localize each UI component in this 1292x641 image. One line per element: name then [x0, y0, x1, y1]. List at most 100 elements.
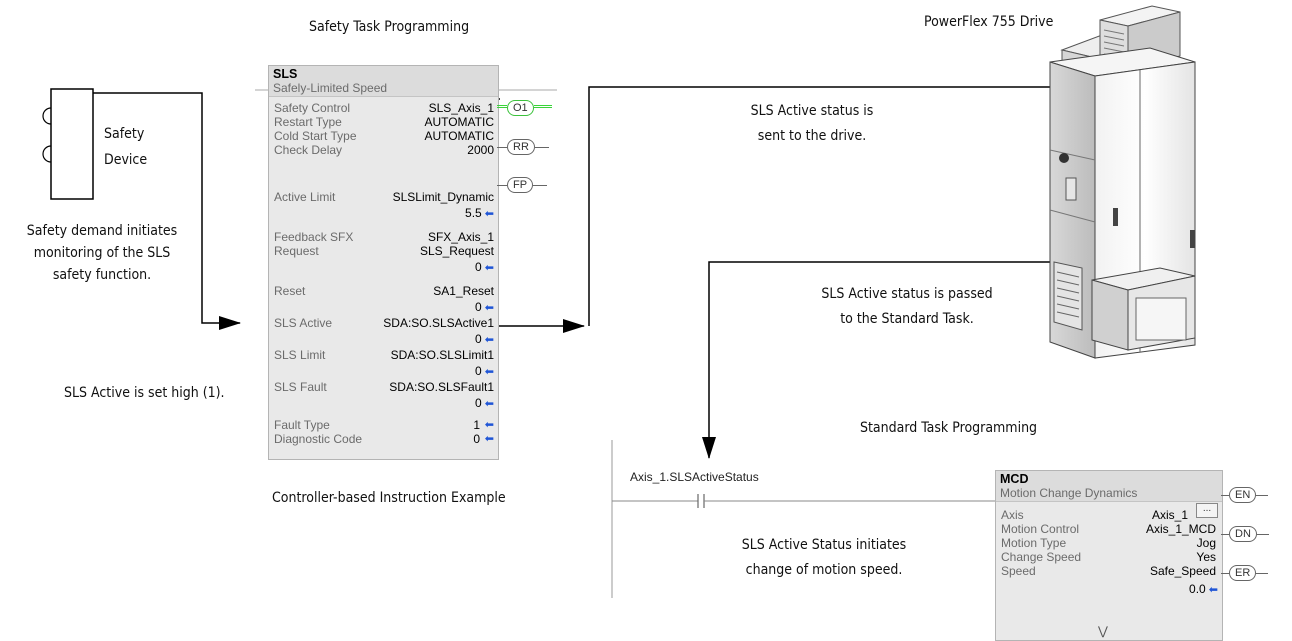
param-value[interactable]: Safe_Speed — [1149, 564, 1216, 578]
value-arrow-icon: ⬅ — [481, 208, 494, 220]
safety-demand-line-1: Safety demand initiates — [26, 223, 178, 239]
param-value[interactable]: SLS_Axis_1 — [428, 101, 494, 115]
param-label: Feedback SFX — [274, 230, 354, 244]
live-value-text: 0 — [475, 332, 482, 346]
param-label: Axis — [1001, 508, 1024, 522]
param-label: Restart Type — [274, 115, 342, 129]
expand-chevron-icon[interactable]: ⋁ — [1098, 624, 1108, 638]
controller-example-caption: Controller-based Instruction Example — [272, 490, 506, 506]
en-trail — [1256, 494, 1269, 496]
param-label: SLS Limit — [274, 348, 326, 362]
param-value[interactable]: AUTOMATIC — [424, 129, 494, 143]
sls-output-fp[interactable]: FP — [497, 177, 548, 193]
safety-demand-line-3: safety function. — [52, 267, 152, 283]
param-row[interactable]: Change Speed Yes — [1001, 550, 1216, 564]
param-live-value[interactable]: 0 ⬅ — [475, 364, 494, 378]
live-value-text: 0 — [475, 300, 482, 314]
param-live-value[interactable]: 0 ⬅ — [475, 396, 494, 410]
param-value[interactable]: Axis_1_MCD — [1145, 522, 1216, 536]
param-label: Change Speed — [1001, 550, 1082, 564]
en-label: EN — [1229, 487, 1257, 503]
safety-device-line-1: Safety — [104, 126, 145, 142]
rr-label: RR — [507, 139, 535, 155]
param-value[interactable]: 1 — [473, 418, 480, 432]
passed-to-standard-line-2: to the Standard Task. — [840, 311, 974, 327]
param-value[interactable]: SA1_Reset — [433, 284, 494, 298]
fp-lead — [497, 184, 507, 186]
param-value[interactable]: Axis_1 — [1151, 508, 1188, 522]
param-value[interactable]: SLS_Request — [419, 244, 494, 258]
passed-to-standard-caption: SLS Active status is passed to the Stand… — [800, 282, 1014, 332]
param-label: Fault Type — [274, 418, 330, 432]
param-value[interactable]: SDA:SO.SLSLimit1 — [390, 348, 494, 362]
param-row[interactable]: SLS Active SDA:SO.SLSActive1 — [274, 316, 494, 330]
param-row[interactable]: Restart Type AUTOMATIC — [274, 115, 494, 129]
param-value[interactable]: SFX_Axis_1 — [427, 230, 494, 244]
param-row[interactable]: Reset SA1_Reset — [274, 284, 494, 298]
sls-block-description: Safely-Limited Speed — [273, 81, 388, 95]
param-value[interactable]: SDA:SO.SLSActive1 — [383, 316, 494, 330]
param-value[interactable]: Yes — [1196, 550, 1216, 564]
rr-lead — [497, 146, 507, 148]
param-live-value[interactable]: 0 ⬅ — [475, 260, 494, 274]
param-label: Reset — [274, 284, 306, 298]
mcd-block-header: MCD Motion Change Dynamics — [996, 471, 1222, 502]
param-label: Safety Control — [274, 101, 351, 115]
param-value[interactable]: AUTOMATIC — [424, 115, 494, 129]
param-row[interactable]: Speed Safe_Speed — [1001, 564, 1216, 578]
mcd-block-description: Motion Change Dynamics — [1000, 486, 1138, 500]
param-row[interactable]: Safety Control SLS_Axis_1 — [274, 101, 494, 115]
param-row[interactable]: SLS Fault SDA:SO.SLSFault1 — [274, 380, 494, 394]
dn-trail — [1256, 533, 1269, 535]
passed-to-standard-line-1: SLS Active status is passed — [821, 286, 993, 302]
param-value[interactable]: 0 — [473, 432, 480, 446]
param-live-value[interactable]: 0 ⬅ — [475, 300, 494, 314]
sls-output-o1[interactable]: O1 — [497, 100, 552, 116]
mcd-output-er[interactable]: ER — [1221, 565, 1269, 581]
param-row[interactable]: Cold Start Type AUTOMATIC — [274, 129, 494, 143]
param-live-value[interactable]: 0 ⬅ — [475, 332, 494, 346]
live-value-text: 0 — [475, 396, 482, 410]
param-row[interactable]: Feedback SFX SFX_Axis_1 — [274, 230, 494, 244]
param-label: Cold Start Type — [274, 129, 357, 143]
param-label: Motion Type — [1001, 536, 1067, 550]
param-label: Speed — [1001, 564, 1036, 578]
param-value[interactable]: Jog — [1196, 536, 1216, 550]
param-row[interactable]: SLS Limit SDA:SO.SLSLimit1 — [274, 348, 494, 362]
param-row[interactable]: Axis Axis_1 — [1001, 508, 1216, 522]
fp-trail — [533, 184, 548, 186]
param-live-value[interactable]: 0.0 ⬅ — [1189, 582, 1218, 596]
rr-trail — [534, 146, 549, 148]
param-label: SLS Fault — [274, 380, 327, 394]
motion-speed-line-2: change of motion speed. — [745, 562, 903, 578]
axis-browse-button[interactable]: ... — [1196, 503, 1218, 518]
er-lead — [1221, 572, 1229, 574]
sls-output-rr[interactable]: RR — [497, 139, 549, 155]
motion-speed-line-1: SLS Active Status initiates — [741, 537, 907, 553]
param-label: Diagnostic Code — [274, 432, 363, 446]
o1-lead — [497, 105, 507, 111]
param-live-value[interactable]: 5.5 ⬅ — [465, 206, 494, 220]
param-value[interactable]: SDA:SO.SLSFault1 — [389, 380, 494, 394]
mcd-block-name: MCD — [1000, 472, 1029, 486]
value-arrow-icon: ⬅ — [481, 366, 494, 378]
param-row[interactable]: Motion Type Jog — [1001, 536, 1216, 550]
param-label: SLS Active — [274, 316, 333, 330]
param-value[interactable]: 2000 — [467, 143, 494, 157]
live-value-text: 0.0 — [1189, 582, 1206, 596]
mcd-output-dn[interactable]: DN — [1221, 526, 1269, 542]
dn-lead — [1221, 533, 1229, 535]
param-value[interactable]: SLSLimit_Dynamic — [392, 190, 494, 204]
mcd-output-en[interactable]: EN — [1221, 487, 1269, 503]
o1-label: O1 — [507, 100, 534, 116]
sls-active-high-caption: SLS Active is set high (1). — [64, 385, 225, 401]
live-value-text: 0 — [475, 364, 482, 378]
